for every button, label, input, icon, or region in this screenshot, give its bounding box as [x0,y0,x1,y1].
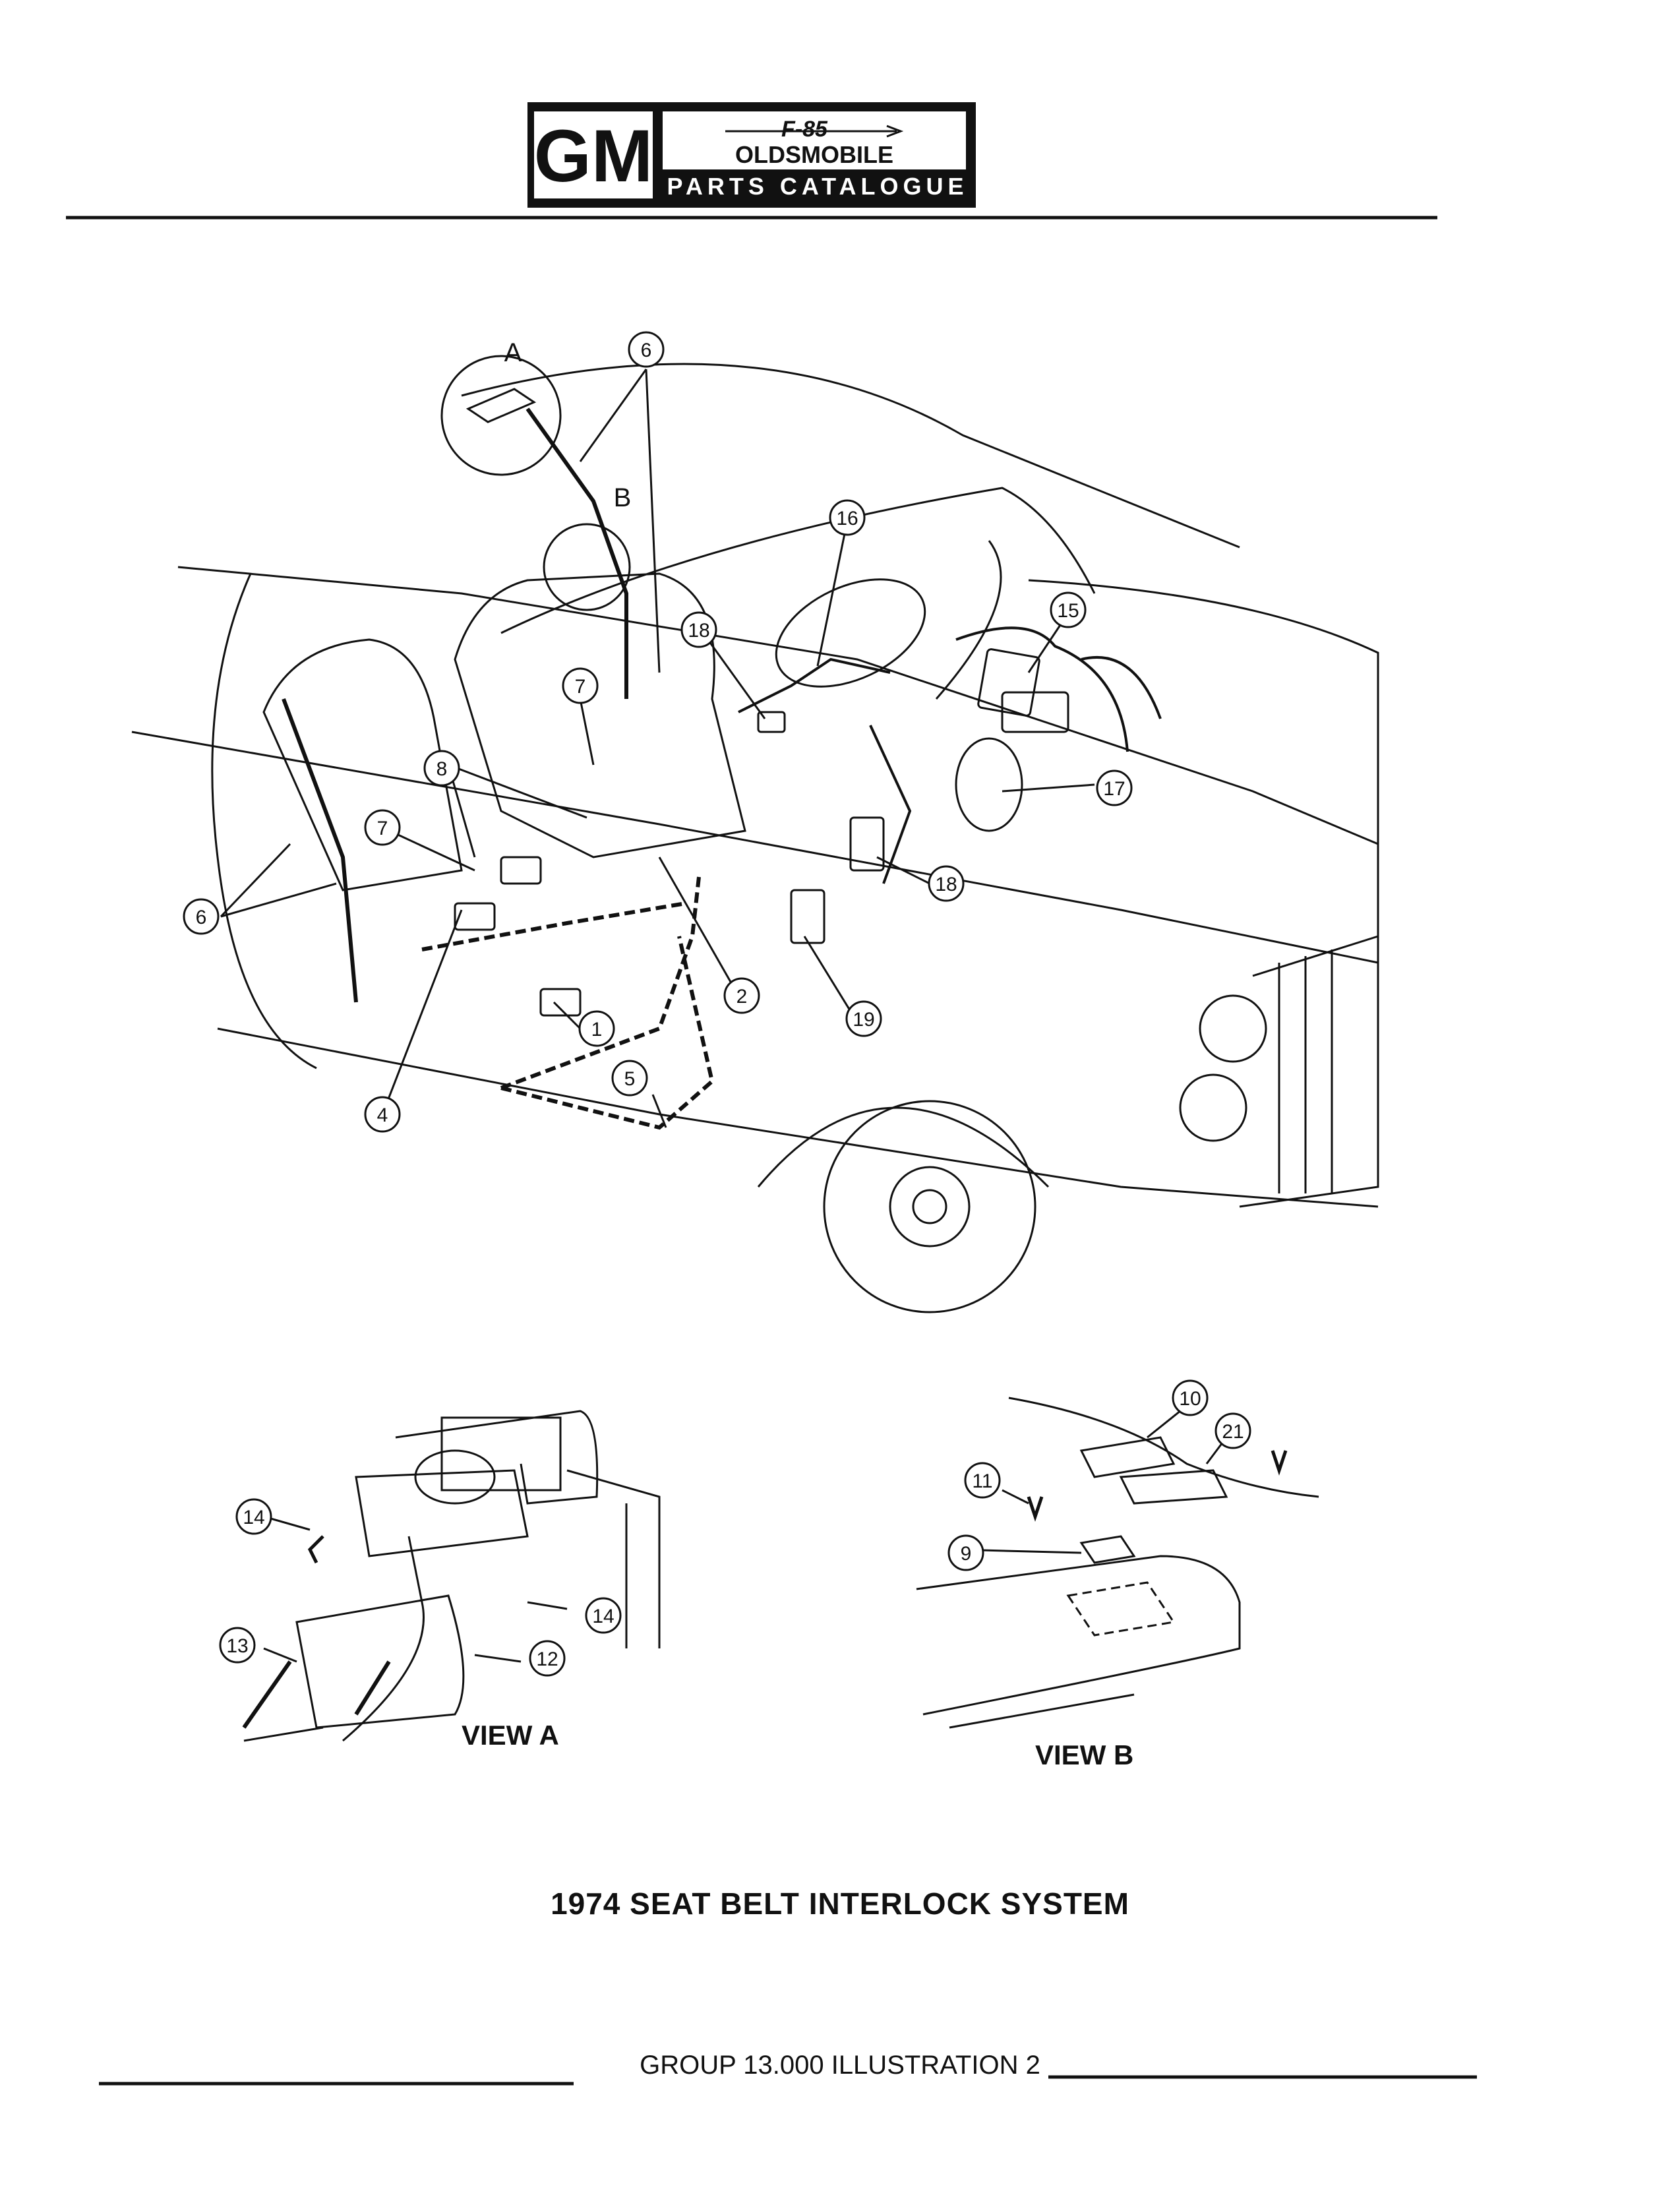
callout-14-lower: 14 [585,1597,622,1634]
svg-text:B: B [614,483,632,512]
callout-7-lower: 7 [364,809,401,846]
svg-text:21: 21 [1222,1421,1244,1443]
headlight [1199,994,1267,1063]
buzzer-relay [977,648,1040,717]
footer-caption: GROUP 13.000 ILLUSTRATION 2 [0,2051,1680,2080]
svg-text:7: 7 [575,676,586,698]
wiring-harness [421,876,715,1130]
view-b-label: VIEW B [1035,1739,1134,1770]
svg-text:6: 6 [641,340,652,361]
callout-11: 11 [964,1462,1001,1499]
callout-9: 9 [947,1534,984,1571]
callout-6-left: 6 [183,898,220,935]
callout-7-upper: 7 [562,667,599,704]
svg-text:A: A [504,338,522,367]
callout-b: B [614,483,632,512]
callouts: A B 6 16 18 15 7 8 17 7 18 6 2 19 1 5 4 … [183,331,1251,1677]
callout-1: 1 [578,1010,615,1047]
callout-20: 19 [845,1000,882,1037]
svg-text:18: 18 [688,620,709,642]
brand-text: OLDSMOBILE [735,141,893,168]
rear-belt [282,698,358,1003]
front-seat [454,572,746,859]
car-hood [1028,579,1379,936]
detail-circle-a [440,355,562,476]
interlock-module [1001,691,1069,733]
svg-text:18: 18 [935,874,957,895]
view-a-drawing [242,1410,661,1742]
svg-text:6: 6 [196,907,207,928]
svg-text:4: 4 [377,1104,388,1126]
connector-20 [790,889,825,944]
callout-19: 18 [928,865,965,902]
svg-text:14: 14 [592,1606,614,1627]
callout-2: 2 [723,977,760,1014]
svg-text:12: 12 [536,1648,558,1670]
svg-text:5: 5 [624,1068,636,1090]
svg-text:14: 14 [243,1507,264,1528]
callout-10: 10 [1172,1379,1209,1416]
callout-14-upper: 14 [235,1498,272,1535]
callout-4: 4 [364,1096,401,1133]
buckle-switch [500,856,542,885]
callout-a: A [504,338,522,367]
harness-connector [454,902,496,931]
callout-16: 16 [829,499,866,536]
front-wheel [823,1100,1036,1313]
svg-text:17: 17 [1103,778,1125,800]
view-b-drawing [916,1397,1319,1729]
svg-text:13: 13 [226,1635,248,1657]
car-door-outline [211,573,317,1069]
wheel-arch [757,1106,1050,1188]
svg-text:7: 7 [377,818,388,839]
shoulder-belt [525,407,628,699]
car-side-mid [131,731,1379,964]
floor-connector [539,988,582,1017]
car-side-upper [177,566,1379,845]
callout-17: 17 [1096,769,1133,806]
rear-seat [262,638,463,891]
seat-sensor [757,711,786,733]
starter-relay [955,737,1023,832]
footer-text: GROUP 13.000 ILLUSTRATION 2 [632,2051,1048,2080]
connector-19 [849,816,885,872]
svg-text:1: 1 [591,1019,603,1040]
callout-5: 5 [611,1060,648,1097]
svg-text:19: 19 [853,1009,874,1031]
view-a-label: VIEW A [462,1720,559,1751]
gm-logo-text: GM [534,115,653,197]
headlight [1179,1073,1247,1142]
script-mark: F-85 [781,117,828,142]
steering-wheel [775,578,926,688]
catalogue-text: PARTS CATALOGUE [667,173,969,200]
windshield [500,487,1096,634]
svg-text:2: 2 [736,986,748,1008]
svg-text:8: 8 [436,758,448,780]
svg-text:16: 16 [836,508,858,529]
svg-text:9: 9 [961,1543,972,1565]
callout-18: 18 [680,611,717,648]
callout-8: 8 [423,750,460,787]
detail-circle-b [543,523,631,611]
callout-21: 21 [1215,1412,1251,1449]
callout-12: 12 [529,1640,566,1677]
car-roof [461,363,1240,549]
callout-13: 13 [219,1627,256,1664]
callout-15: 15 [1050,591,1087,628]
callout-6-top: 6 [628,331,665,368]
svg-text:10: 10 [1179,1388,1201,1410]
svg-text:15: 15 [1057,600,1079,622]
grille [1239,934,1379,1208]
car-side-lower [217,1027,1379,1208]
page-title: 1974 SEAT BELT INTERLOCK SYSTEM [551,1886,1129,1921]
gm-parts-catalogue-logo: GM F-85 OLDSMOBILE PARTS CATALOGUE [527,102,976,208]
svg-text:11: 11 [972,1470,992,1492]
